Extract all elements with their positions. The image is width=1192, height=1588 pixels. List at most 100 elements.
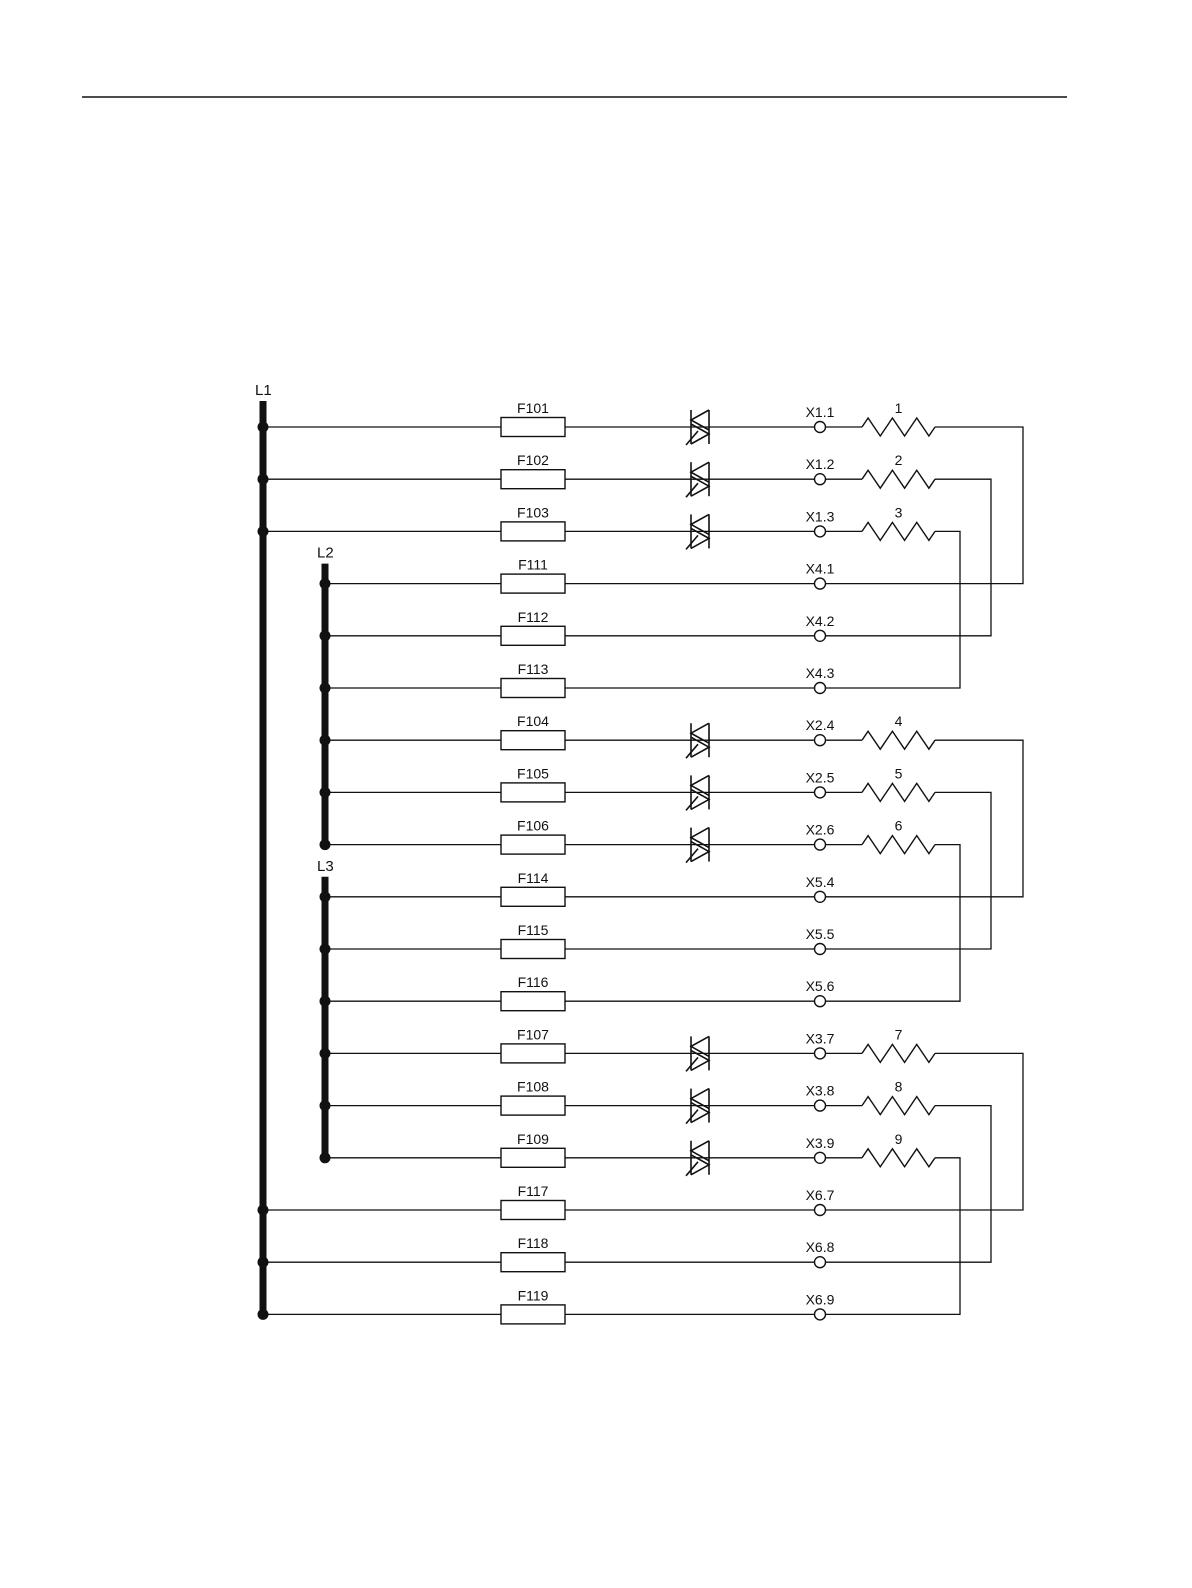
terminal-label: X4.1 bbox=[806, 561, 835, 577]
wires-layer bbox=[826, 427, 1023, 1314]
fuse-label: F101 bbox=[517, 400, 549, 416]
terminal-label: X3.7 bbox=[806, 1030, 835, 1046]
terminal-circle bbox=[815, 422, 826, 433]
circuit-row: F115 X5.5 bbox=[320, 922, 835, 959]
heater-number: 5 bbox=[895, 765, 903, 781]
heater-resistor-icon bbox=[862, 1097, 935, 1115]
junction-dot bbox=[320, 944, 331, 955]
junction-dot bbox=[320, 735, 331, 746]
fuse-symbol bbox=[501, 940, 565, 959]
fuse-symbol bbox=[501, 418, 565, 437]
terminal-circle bbox=[815, 1152, 826, 1163]
fuse-symbol bbox=[501, 992, 565, 1011]
junction-dot bbox=[258, 526, 269, 537]
circuit-row: F111 X4.1 bbox=[320, 557, 835, 594]
terminal-circle bbox=[815, 735, 826, 746]
junction-dot bbox=[258, 1309, 269, 1320]
fuse-symbol bbox=[501, 835, 565, 854]
heater-resistor-icon bbox=[862, 522, 935, 540]
junction-dot bbox=[258, 474, 269, 485]
terminal-circle bbox=[815, 891, 826, 902]
terminal-circle bbox=[815, 944, 826, 955]
terminal-label: X2.4 bbox=[806, 717, 835, 733]
junction-dot bbox=[320, 1100, 331, 1111]
return-wire bbox=[826, 1106, 991, 1263]
fuse-symbol bbox=[501, 1253, 565, 1272]
fuse-label: F113 bbox=[518, 661, 549, 677]
circuit-row: F118X6.8 bbox=[258, 1235, 835, 1272]
return-wire bbox=[826, 1158, 960, 1315]
heater-number: 4 bbox=[895, 713, 903, 729]
terminal-circle bbox=[815, 787, 826, 798]
fuse-label: F115 bbox=[518, 922, 549, 938]
junction-dot bbox=[258, 1257, 269, 1268]
junction-dot bbox=[320, 891, 331, 902]
fuse-label: F118 bbox=[518, 1235, 549, 1251]
heater-resistor-icon bbox=[862, 418, 935, 436]
junction-dot bbox=[320, 630, 331, 641]
fuse-label: F119 bbox=[518, 1287, 549, 1303]
fuse-label: F114 bbox=[518, 870, 549, 886]
heater-resistor-icon bbox=[862, 470, 935, 488]
fuse-symbol bbox=[501, 1305, 565, 1324]
return-wire bbox=[826, 845, 960, 1002]
terminal-label: X2.6 bbox=[806, 822, 835, 838]
terminal-circle bbox=[815, 1205, 826, 1216]
fuse-label: F109 bbox=[517, 1131, 549, 1147]
terminal-label: X5.5 bbox=[806, 926, 835, 942]
fuse-symbol bbox=[501, 1096, 565, 1115]
terminal-label: X1.1 bbox=[806, 404, 835, 420]
terminal-label: X3.8 bbox=[806, 1083, 835, 1099]
terminal-label: X5.4 bbox=[806, 874, 835, 890]
fuse-label: F103 bbox=[517, 504, 549, 520]
junction-dot bbox=[320, 1048, 331, 1059]
terminal-circle bbox=[815, 996, 826, 1007]
heater-resistor-icon bbox=[862, 731, 935, 749]
fuse-label: F111 bbox=[518, 557, 548, 573]
terminal-circle bbox=[815, 1100, 826, 1111]
return-wire bbox=[826, 740, 1023, 897]
bus-label-l1: L1 bbox=[255, 382, 272, 399]
junction-dot bbox=[320, 683, 331, 694]
terminal-label: X1.3 bbox=[806, 508, 835, 524]
bus-label-l3: L3 bbox=[317, 858, 334, 875]
terminal-circle bbox=[815, 1048, 826, 1059]
heater-resistor-icon bbox=[862, 1044, 935, 1062]
fuse-label: F112 bbox=[518, 609, 549, 625]
fuse-label: F108 bbox=[517, 1079, 549, 1095]
return-wire bbox=[826, 1053, 1023, 1210]
heater-number: 6 bbox=[895, 818, 903, 834]
circuit-row: F103 X1.3 3 bbox=[258, 504, 936, 549]
terminal-label: X2.5 bbox=[806, 769, 835, 785]
fuse-symbol bbox=[501, 574, 565, 593]
terminal-circle bbox=[815, 578, 826, 589]
heater-number: 8 bbox=[895, 1079, 903, 1095]
fuse-label: F107 bbox=[517, 1026, 549, 1042]
terminal-circle bbox=[815, 1309, 826, 1320]
terminal-label: X1.2 bbox=[806, 456, 835, 472]
fuse-symbol bbox=[501, 731, 565, 750]
junction-dot bbox=[258, 1205, 269, 1216]
fuse-label: F104 bbox=[517, 713, 549, 729]
heater-resistor-icon bbox=[862, 783, 935, 801]
terminal-label: X5.6 bbox=[806, 978, 835, 994]
circuit-row: F114 X5.4 bbox=[320, 870, 835, 907]
fuse-symbol bbox=[501, 1044, 565, 1063]
junction-dot bbox=[320, 996, 331, 1007]
fuse-label: F102 bbox=[517, 452, 549, 468]
heater-number: 3 bbox=[895, 504, 903, 520]
terminal-circle bbox=[815, 526, 826, 537]
junction-dot bbox=[258, 422, 269, 433]
circuit-row: F108 X3.8 8 bbox=[320, 1079, 936, 1124]
return-wire bbox=[826, 792, 991, 949]
